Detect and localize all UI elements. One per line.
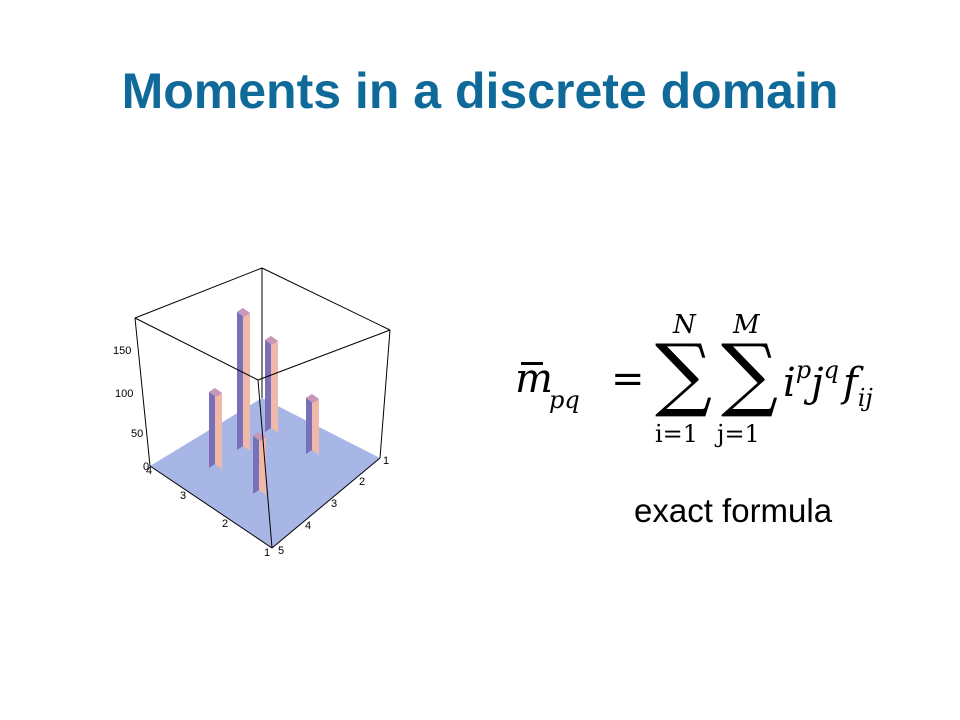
term-q: q	[823, 356, 839, 384]
formula-m-subscript: pq	[549, 386, 580, 414]
right-axis-tick: 3	[331, 498, 337, 510]
left-axis-tick: 1	[264, 547, 270, 559]
bar	[265, 336, 278, 433]
z-tick: 150	[113, 345, 131, 357]
term-f: f	[842, 360, 858, 406]
bar	[306, 394, 319, 455]
plot-box-front	[134, 317, 391, 549]
right-axis-tick: 1	[383, 455, 389, 467]
sum2-lower-limit: j=1	[717, 420, 760, 448]
bar	[209, 388, 222, 469]
formula-bar	[521, 362, 543, 365]
z-axis-ticks: 150 100 50 0	[113, 345, 149, 473]
z-tick: 0	[143, 461, 149, 473]
left-axis-tick: 4	[146, 465, 152, 477]
term-i: i	[783, 360, 796, 406]
formula-term: ipjq fij	[783, 356, 873, 412]
left-axis-ticks: 4 3 2 1	[146, 465, 270, 559]
term-f-subscript: ij	[857, 384, 873, 412]
right-axis-tick: 4	[305, 520, 311, 532]
plot-box-back	[134, 267, 391, 398]
formula-caption: exact formula	[634, 492, 833, 529]
slide-title: Moments in a discrete domain	[121, 63, 839, 119]
left-axis-tick: 3	[180, 490, 186, 502]
term-j: j	[811, 360, 824, 406]
sum1-upper-limit: N	[673, 310, 696, 340]
z-tick: 100	[115, 388, 133, 400]
plot-bars	[209, 308, 319, 495]
z-tick: 50	[131, 428, 143, 440]
sum1-symbol: ∑	[655, 327, 713, 420]
left-axis-tick: 2	[222, 518, 228, 530]
bar	[253, 432, 266, 495]
sum2-upper-limit: M	[733, 310, 760, 340]
term-p: p	[795, 356, 812, 384]
right-axis-tick: 5	[278, 545, 284, 557]
bar	[237, 308, 250, 451]
moment-formula: m pq = N ∑ i=1 M ∑ j=1 ipjq fij	[515, 310, 905, 450]
sum1-lower-limit: i=1	[655, 420, 699, 448]
right-axis-tick: 2	[359, 476, 365, 488]
right-axis-ticks: 1 2 3 4 5	[278, 455, 389, 557]
formula-equals: =	[611, 356, 645, 402]
sum2-symbol: ∑	[721, 327, 779, 420]
